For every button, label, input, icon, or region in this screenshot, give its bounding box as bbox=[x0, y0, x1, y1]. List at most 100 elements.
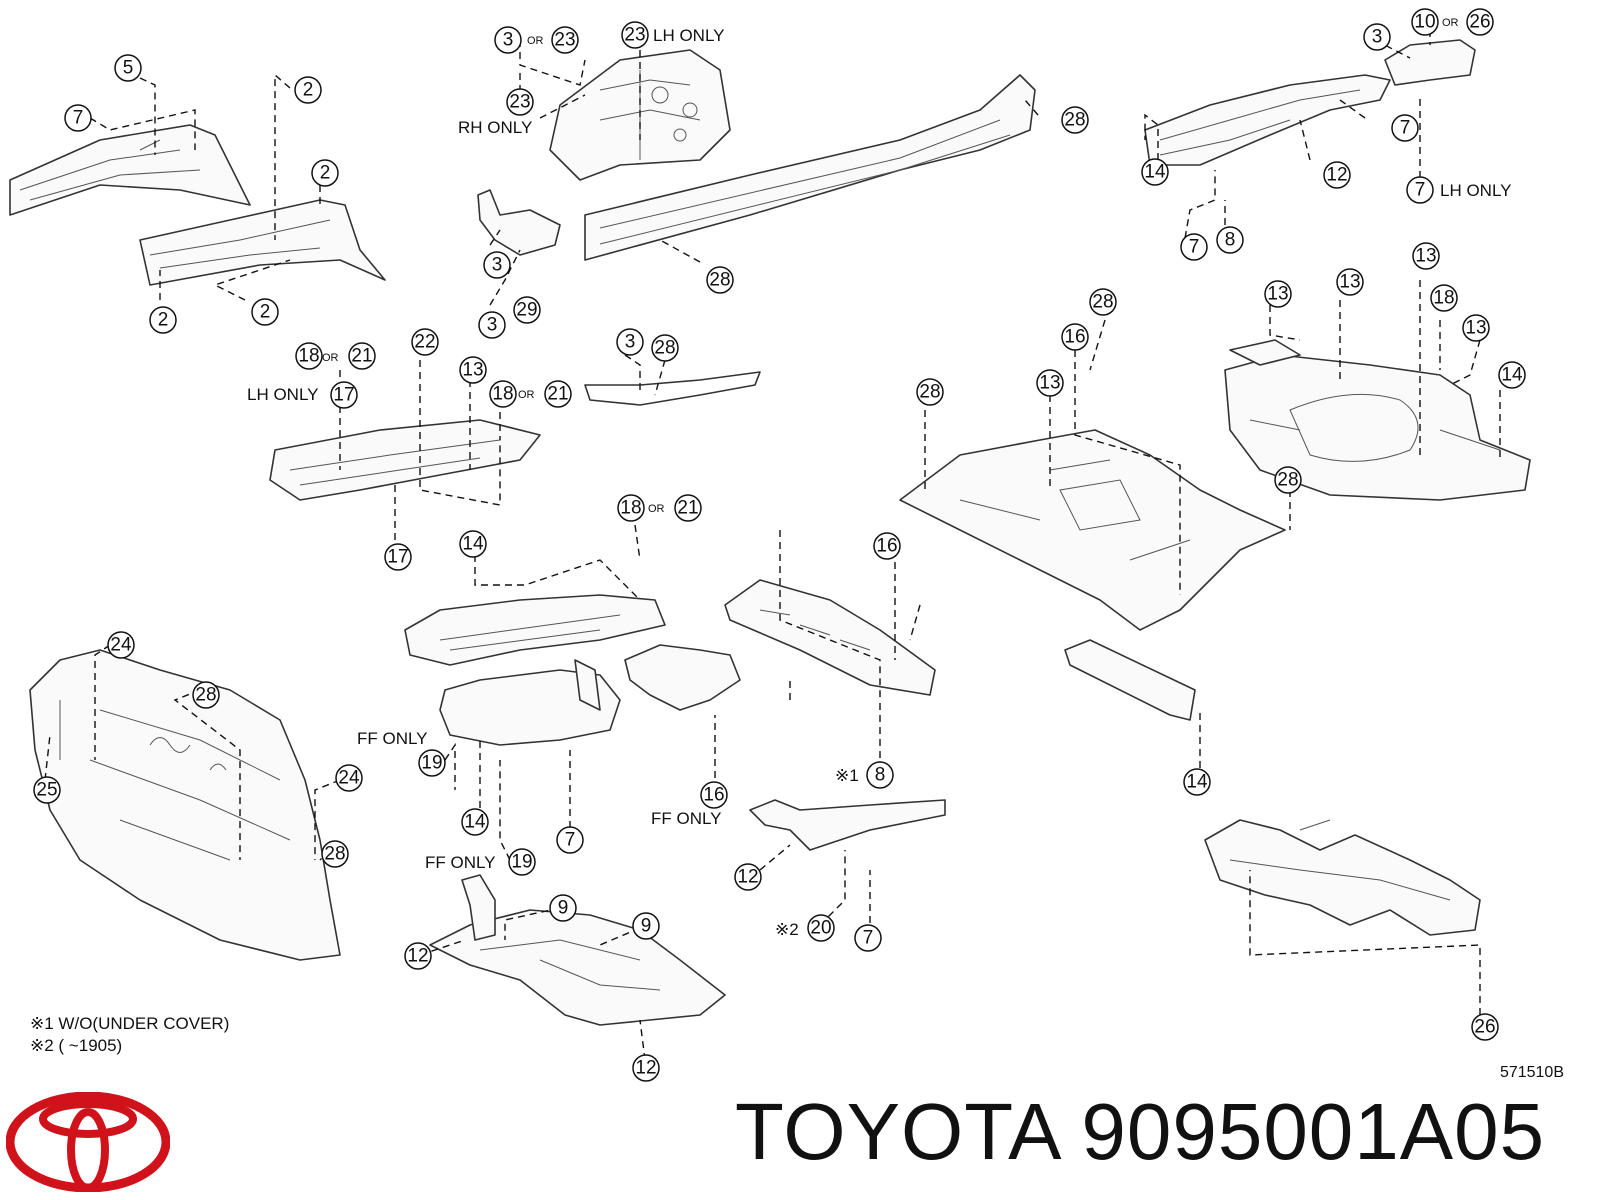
svg-text:7: 7 bbox=[863, 928, 874, 949]
callout: 13 bbox=[1412, 242, 1440, 270]
svg-text:18: 18 bbox=[620, 498, 641, 519]
callout: 7 bbox=[854, 924, 882, 952]
svg-text:18: 18 bbox=[492, 384, 513, 405]
svg-text:FF ONLY: FF ONLY bbox=[651, 809, 722, 828]
callout: 2 bbox=[311, 159, 339, 187]
callout: 16 bbox=[700, 781, 728, 809]
svg-text:17: 17 bbox=[333, 385, 354, 406]
svg-text:※1: ※1 bbox=[835, 766, 859, 785]
svg-text:21: 21 bbox=[677, 498, 698, 519]
svg-text:14: 14 bbox=[1144, 162, 1166, 183]
callout: 3 bbox=[483, 251, 511, 279]
footnote-1: ※1 W/O(UNDER COVER) bbox=[30, 1014, 230, 1033]
svg-text:21: 21 bbox=[547, 384, 568, 405]
svg-text:28: 28 bbox=[324, 844, 345, 865]
part-number: 9095001A05 bbox=[1081, 1087, 1546, 1176]
svg-text:28: 28 bbox=[195, 685, 216, 706]
svg-text:3: 3 bbox=[503, 30, 514, 51]
callout: 19 bbox=[418, 749, 446, 777]
svg-text:8: 8 bbox=[875, 765, 886, 786]
callout: 24 bbox=[335, 764, 363, 792]
svg-text:12: 12 bbox=[1326, 165, 1347, 186]
front-side-member-left-upper bbox=[9, 124, 251, 216]
callout: 7 bbox=[1406, 176, 1434, 204]
callout: 25 bbox=[33, 776, 61, 804]
svg-text:13: 13 bbox=[462, 360, 483, 381]
callout: 24 bbox=[107, 631, 135, 659]
svg-text:OR: OR bbox=[648, 503, 665, 515]
callout: 14 bbox=[1141, 158, 1169, 186]
svg-text:28: 28 bbox=[1092, 292, 1113, 313]
callout: 13 bbox=[459, 356, 487, 384]
svg-text:13: 13 bbox=[1039, 373, 1060, 394]
callout: 28 bbox=[651, 334, 679, 362]
svg-text:19: 19 bbox=[421, 753, 442, 774]
callout: 21 bbox=[674, 494, 702, 522]
callout: 2 bbox=[149, 306, 177, 334]
callout: 16 bbox=[1061, 323, 1089, 351]
svg-text:OR: OR bbox=[518, 389, 535, 401]
svg-text:24: 24 bbox=[338, 768, 360, 789]
svg-text:7: 7 bbox=[565, 830, 576, 851]
svg-text:8: 8 bbox=[1225, 230, 1236, 251]
cross-member-center bbox=[724, 579, 936, 696]
svg-text:20: 20 bbox=[810, 918, 831, 939]
front-side-member-right bbox=[139, 199, 386, 286]
callout: 12 bbox=[1323, 161, 1351, 189]
main-floor-pan bbox=[899, 429, 1286, 631]
callout: 28 bbox=[916, 378, 944, 406]
svg-text:13: 13 bbox=[1465, 318, 1486, 339]
svg-text:12: 12 bbox=[635, 1058, 656, 1079]
callout: 28 bbox=[192, 681, 220, 709]
svg-text:28: 28 bbox=[654, 338, 675, 359]
callout: 18 bbox=[489, 380, 517, 408]
svg-text:7: 7 bbox=[1415, 180, 1426, 201]
callout: 23 bbox=[551, 26, 579, 54]
callout: 29 bbox=[513, 296, 541, 324]
callout: 13 bbox=[1462, 314, 1490, 342]
callout: 8 bbox=[1216, 226, 1244, 254]
front-suspension-member bbox=[429, 874, 726, 1026]
rocker-inner-left bbox=[269, 419, 541, 501]
svg-text:OR: OR bbox=[1442, 17, 1459, 29]
svg-text:9: 9 bbox=[641, 916, 652, 937]
callout: 3 bbox=[616, 328, 644, 356]
callout: 3 bbox=[478, 311, 506, 339]
callout: 12 bbox=[404, 942, 432, 970]
svg-text:5: 5 bbox=[123, 58, 134, 79]
svg-text:16: 16 bbox=[703, 785, 724, 806]
svg-text:21: 21 bbox=[351, 346, 372, 367]
svg-text:3: 3 bbox=[625, 332, 636, 353]
callout: 7 bbox=[64, 104, 92, 132]
callout: 17 bbox=[330, 381, 358, 409]
callout: 7 bbox=[1180, 233, 1208, 261]
svg-text:FF ONLY: FF ONLY bbox=[425, 853, 496, 872]
callout: 14 bbox=[1498, 361, 1526, 389]
svg-text:7: 7 bbox=[1189, 237, 1200, 258]
svg-text:12: 12 bbox=[737, 867, 758, 888]
svg-text:14: 14 bbox=[1186, 772, 1208, 793]
floor-cross-member-ff bbox=[439, 659, 621, 746]
callout: 13 bbox=[1264, 280, 1292, 308]
svg-text:28: 28 bbox=[709, 270, 730, 291]
svg-text:28: 28 bbox=[1277, 470, 1298, 491]
callout: 22 bbox=[411, 328, 439, 356]
callout: 19 bbox=[508, 848, 536, 876]
text-notes: OR LH ONLY RH ONLY OR LH ONLY OR LH ONLY… bbox=[247, 17, 1512, 939]
svg-text:LH ONLY: LH ONLY bbox=[653, 26, 725, 45]
svg-text:7: 7 bbox=[73, 108, 84, 129]
brand-name: TOYOTA bbox=[735, 1087, 1059, 1176]
side-sill-reinforcement bbox=[1064, 639, 1196, 721]
svg-text:13: 13 bbox=[1339, 272, 1360, 293]
svg-text:18: 18 bbox=[1433, 288, 1454, 309]
callout: 9 bbox=[549, 894, 577, 922]
svg-text:9: 9 bbox=[558, 898, 569, 919]
callout: 14 bbox=[459, 530, 487, 558]
callout: 14 bbox=[1183, 768, 1211, 796]
svg-text:3: 3 bbox=[492, 255, 503, 276]
svg-text:FF ONLY: FF ONLY bbox=[357, 729, 428, 748]
svg-text:13: 13 bbox=[1267, 284, 1288, 305]
callout: 8 bbox=[866, 761, 894, 789]
svg-text:14: 14 bbox=[462, 534, 484, 555]
